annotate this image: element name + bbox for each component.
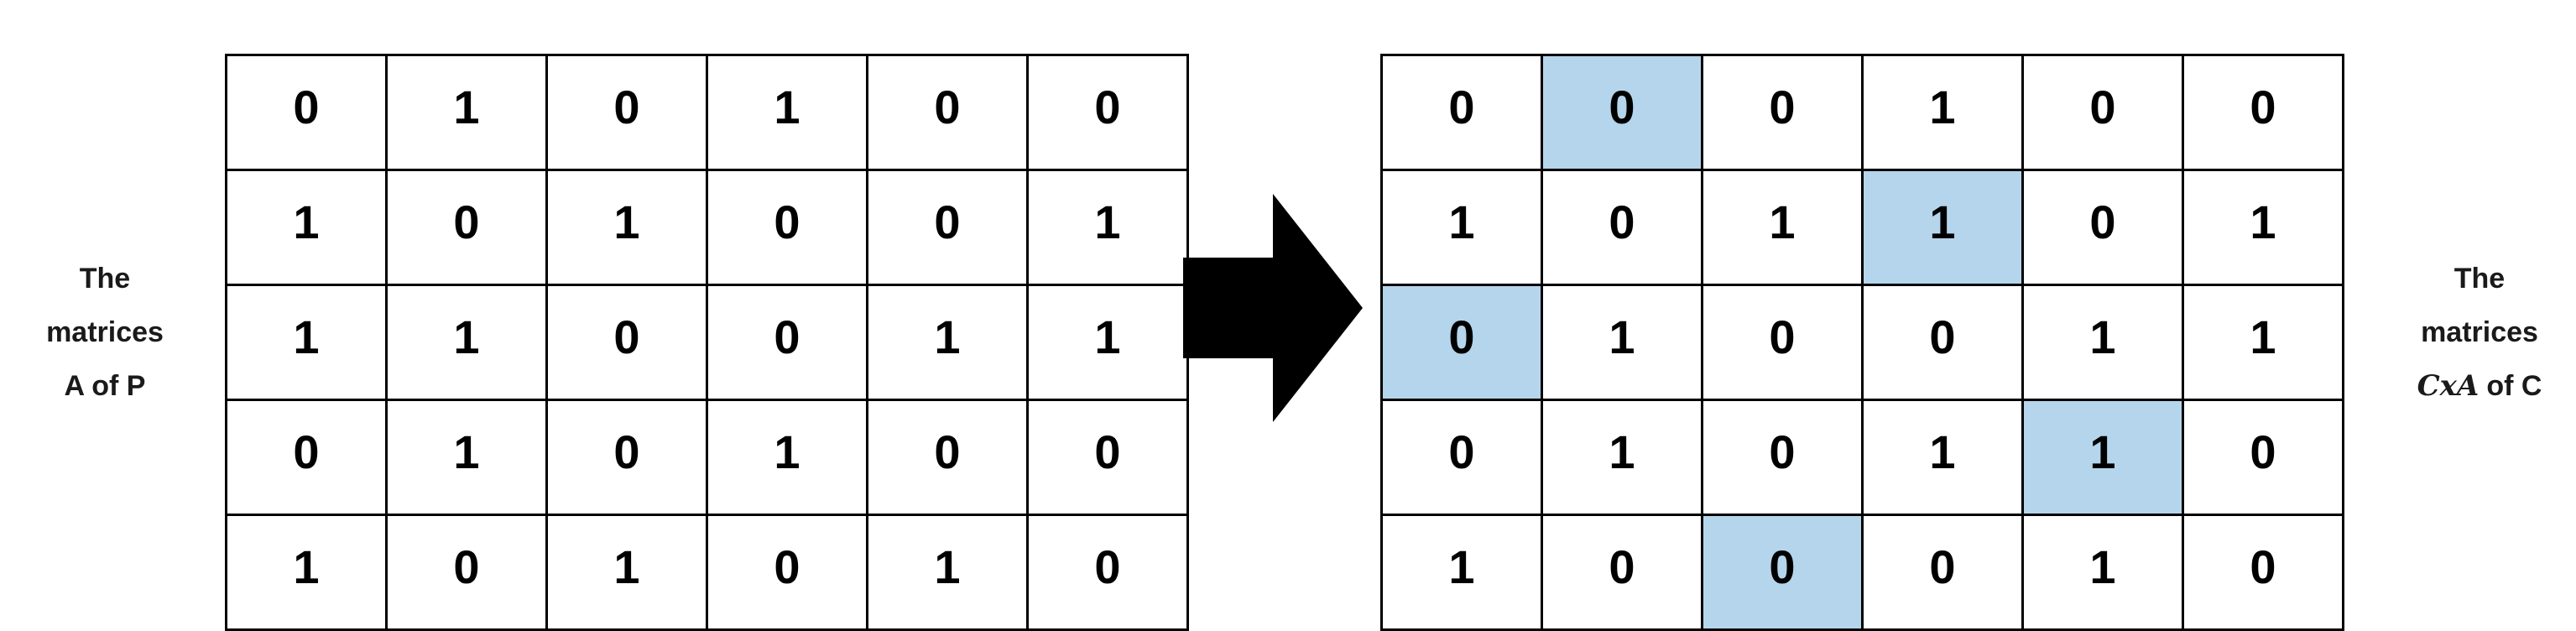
matrix-cell: 0	[385, 169, 548, 286]
matrix-cell-highlighted: 1	[1861, 169, 2024, 286]
matrix-cell: 1	[545, 514, 708, 631]
matrix-cell: 0	[2182, 514, 2344, 631]
matrix-cell: 0	[1701, 284, 1864, 401]
right-label-line2: matrices	[2421, 316, 2538, 348]
matrix-cell: 1	[225, 514, 388, 631]
right-label-suffix: of C	[2486, 370, 2542, 402]
matrix-cell: 1	[706, 54, 868, 171]
matrix-cell-highlighted: 0	[1380, 284, 1543, 401]
matrix-cell: 1	[1861, 399, 2024, 516]
matrix-cell: 0	[1380, 54, 1543, 171]
matrix-cell: 0	[1026, 399, 1189, 516]
matrix-cell: 1	[1541, 284, 1703, 401]
left-label-line2: matrices	[46, 316, 164, 348]
left-label-line1: The	[79, 263, 131, 295]
right-label-line1: The	[2453, 263, 2506, 295]
matrix-cell: 1	[1541, 399, 1703, 516]
matrix-cell: 0	[2182, 399, 2344, 516]
matrix-cell: 1	[2182, 169, 2344, 286]
matrix-cell: 0	[2021, 54, 2184, 171]
matrix-cell: 1	[866, 514, 1029, 631]
matrix-cell: 0	[1380, 399, 1543, 516]
matrix-cell: 0	[225, 399, 388, 516]
matrix-cell: 1	[2182, 284, 2344, 401]
matrix-cell: 0	[385, 514, 548, 631]
matrix-cell: 1	[1026, 169, 1189, 286]
matrix-cell: 0	[1701, 54, 1864, 171]
matrix-cell: 1	[1380, 169, 1543, 286]
matrix-cell: 1	[706, 399, 868, 516]
matrix-cell: 1	[225, 284, 388, 401]
right-arrow-icon	[1183, 194, 1363, 422]
matrix-cell: 0	[706, 169, 868, 286]
matrix-cell-highlighted: 1	[2021, 399, 2184, 516]
matrix-cell: 1	[1026, 284, 1189, 401]
matrix-cell: 0	[545, 399, 708, 516]
matrix-cell: 1	[385, 284, 548, 401]
matrix-cell: 0	[866, 169, 1029, 286]
matrix-cell: 0	[1701, 399, 1864, 516]
matrix-cell: 0	[706, 514, 868, 631]
left-matrix-label: The matrices A of P	[0, 252, 210, 413]
matrix-cell: 1	[385, 399, 548, 516]
matrix-cell: 1	[545, 169, 708, 286]
matrix-cell: 0	[706, 284, 868, 401]
matrix-cell: 0	[1861, 284, 2024, 401]
matrix-cell: 0	[1541, 514, 1703, 631]
matrix-cell: 0	[1861, 514, 2024, 631]
matrix-cell: 0	[2021, 169, 2184, 286]
matrix-cell: 1	[1701, 169, 1864, 286]
matrix-cell-highlighted: 0	[1541, 54, 1703, 171]
matrix-cell: 0	[225, 54, 388, 171]
matrix-cell: 0	[545, 284, 708, 401]
matrix-cell: 1	[1861, 54, 2024, 171]
left-label-line3: A of P	[64, 370, 146, 402]
matrix-cell: 1	[1380, 514, 1543, 631]
matrix-cell-highlighted: 0	[1701, 514, 1864, 631]
matrix-cell: 0	[1541, 169, 1703, 286]
matrix-cell: 1	[2021, 284, 2184, 401]
matrix-cell: 1	[385, 54, 548, 171]
matrix-cell: 1	[2021, 514, 2184, 631]
matrix-cell: 0	[866, 54, 1029, 171]
matrix-cell: 1	[225, 169, 388, 286]
right-label-math-term: CxA	[2417, 369, 2480, 403]
matrix-cell: 0	[1026, 54, 1189, 171]
matrix-cell: 0	[1026, 514, 1189, 631]
matrix-cell: 0	[866, 399, 1029, 516]
matrix-cell: 1	[866, 284, 1029, 401]
matrix-cell: 0	[2182, 54, 2344, 171]
matrix-cell: 0	[545, 54, 708, 171]
